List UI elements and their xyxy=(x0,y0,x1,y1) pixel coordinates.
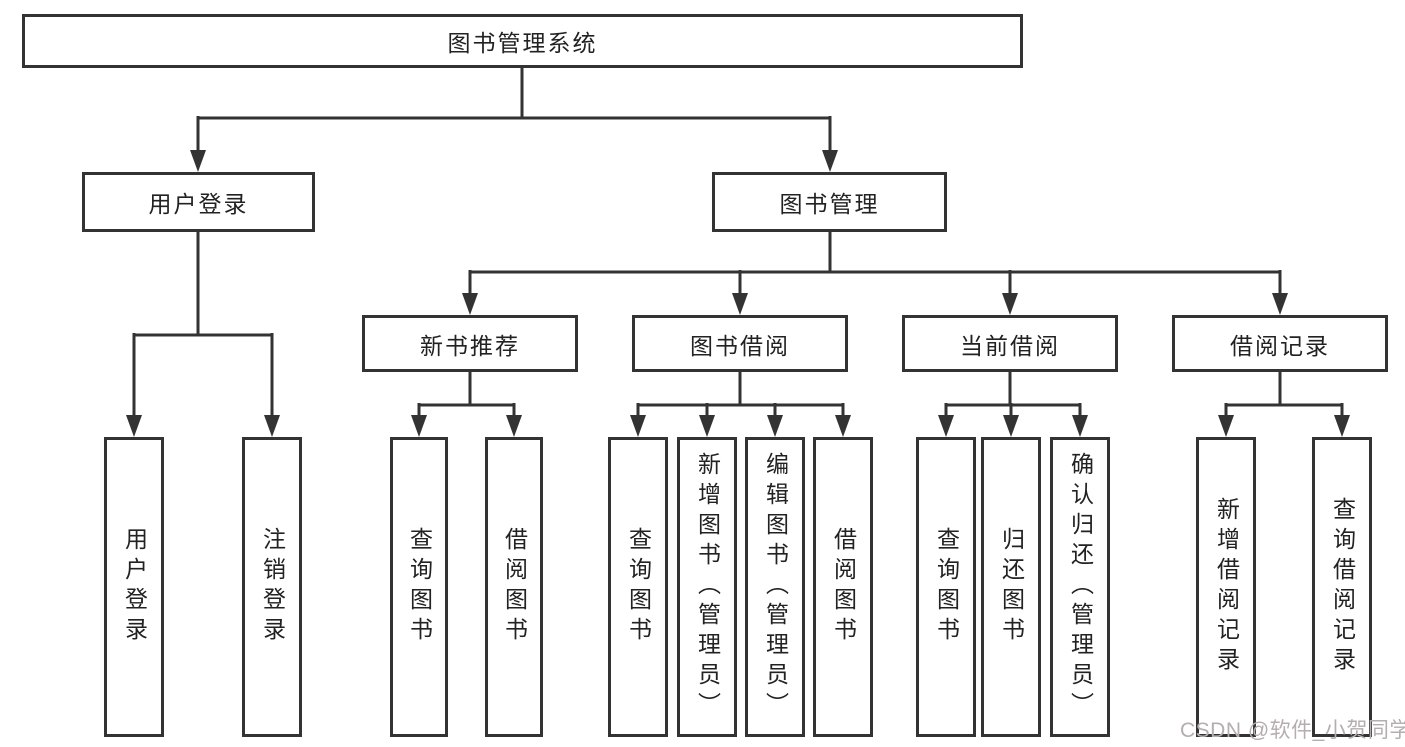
leaf-borrow-books-recommend: 借阅图书 xyxy=(485,437,543,737)
node-label: 查询借阅记录 xyxy=(1329,497,1356,677)
node-label: 图书管理 xyxy=(779,191,880,217)
node-label: 新书推荐 xyxy=(420,332,520,359)
leaf-logout: 注销登录 xyxy=(242,437,302,737)
node-book-management: 图书管理 xyxy=(712,172,947,232)
watermark: CSDN @软件_小贺同学 xyxy=(1180,719,1405,742)
node-label: 用户登录 xyxy=(148,191,249,217)
node-label: 编辑图书（管理员） xyxy=(762,452,789,722)
node-label: 新增图书（管理员） xyxy=(694,452,721,722)
leaf-add-book-admin: 新增图书（管理员） xyxy=(677,437,737,737)
node-label: 查询图书 xyxy=(406,527,433,647)
node-book-borrow: 图书借阅 xyxy=(632,315,848,372)
node-label: 借阅图书 xyxy=(501,527,528,647)
leaf-borrow-books: 借阅图书 xyxy=(813,437,873,737)
leaf-user-login: 用户登录 xyxy=(104,437,164,737)
connector-group xyxy=(126,68,1350,437)
node-label: 归还图书 xyxy=(998,527,1025,647)
node-label: 查询图书 xyxy=(933,527,960,647)
node-label: 新增借阅记录 xyxy=(1213,497,1240,677)
node-label: 用户登录 xyxy=(121,527,148,647)
node-label: 注销登录 xyxy=(259,527,286,647)
leaf-query-books-recommend: 查询图书 xyxy=(390,437,448,737)
leaf-add-borrow-record: 新增借阅记录 xyxy=(1196,437,1256,737)
leaf-return-book: 归还图书 xyxy=(981,437,1041,737)
node-label: 确认归还（管理员） xyxy=(1067,452,1094,722)
node-label: 借阅记录 xyxy=(1230,332,1330,359)
node-user-login: 用户登录 xyxy=(82,172,315,232)
node-label: 当前借阅 xyxy=(960,332,1060,359)
node-label: 图书借阅 xyxy=(690,332,790,359)
node-root: 图书管理系统 xyxy=(22,14,1023,68)
node-current-borrow: 当前借阅 xyxy=(902,315,1118,372)
node-label: 图书管理系统 xyxy=(447,30,598,56)
leaf-confirm-return-admin: 确认归还（管理员） xyxy=(1050,437,1110,737)
node-borrow-records: 借阅记录 xyxy=(1172,315,1388,372)
leaf-edit-book-admin: 编辑图书（管理员） xyxy=(745,437,805,737)
leaf-query-books-borrow: 查询图书 xyxy=(608,437,668,737)
leaf-query-books-current: 查询图书 xyxy=(916,437,976,737)
leaf-query-borrow-record: 查询借阅记录 xyxy=(1312,437,1372,737)
node-new-book-recommend: 新书推荐 xyxy=(362,315,578,372)
node-label: 查询图书 xyxy=(625,527,652,647)
node-label: 借阅图书 xyxy=(830,527,857,647)
